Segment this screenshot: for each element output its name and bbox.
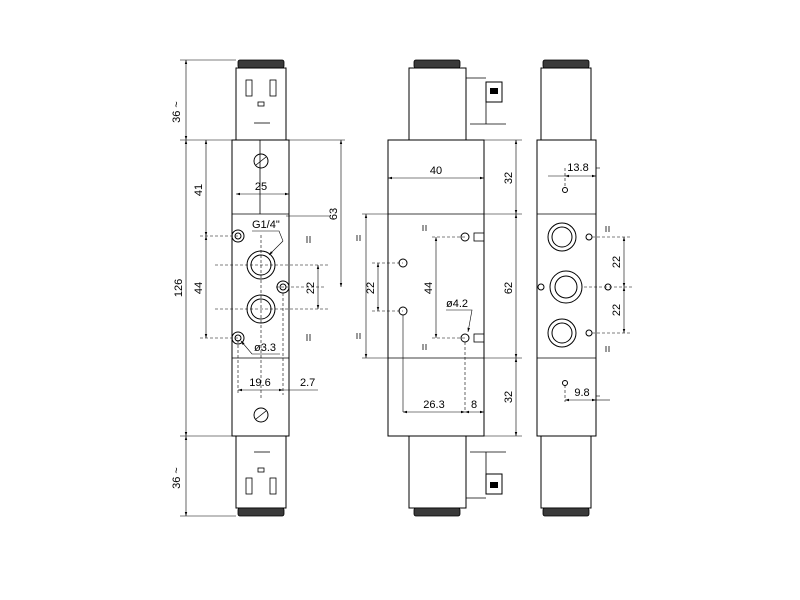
front-dim-thread: G1/4"	[252, 219, 280, 231]
front-dim-19-6: 19.6	[249, 377, 270, 389]
front-dim-44: 44	[193, 282, 205, 294]
rear-dim-9-8: 9.8	[574, 387, 589, 399]
rear-dim-22-top: 22	[611, 256, 623, 268]
side-dim-32-top: 32	[503, 172, 515, 184]
front-dim-126: 126	[173, 279, 185, 297]
front-dim-41: 41	[193, 184, 205, 196]
side-dim-44: 44	[423, 282, 435, 294]
rear-dim-22-bottom: 22	[611, 304, 623, 316]
rear-dim-13-8: 13.8	[567, 162, 588, 174]
side-dim-32-bottom: 32	[503, 391, 515, 403]
front-dim-25: 25	[255, 181, 267, 193]
side-dim-22: 22	[365, 282, 377, 294]
front-dim-2-7: 2.7	[300, 377, 315, 389]
front-dim-22: 22	[305, 282, 317, 294]
rear-view: 13.8 22 22 9.8	[536, 59, 632, 517]
front-dim-36-bottom: 36 ~	[171, 467, 183, 489]
side-dim-26-3: 26.3	[423, 399, 444, 411]
side-view: 40 32 22 44 ø4.2 62 26.3 8 32	[356, 59, 522, 517]
side-dim-62: 62	[503, 282, 515, 294]
side-dim-8: 8	[471, 399, 477, 411]
side-dim-40: 40	[430, 165, 442, 177]
front-view: 36 ~ 41 25 G1/4" 63 126 44 22 ø3.3 19.6 …	[171, 59, 345, 517]
front-dim-63: 63	[328, 208, 340, 220]
front-dim-36-top: 36 ~	[171, 101, 183, 123]
side-dim-hole: ø4.2	[446, 298, 468, 310]
front-dim-hole: ø3.3	[254, 342, 276, 354]
